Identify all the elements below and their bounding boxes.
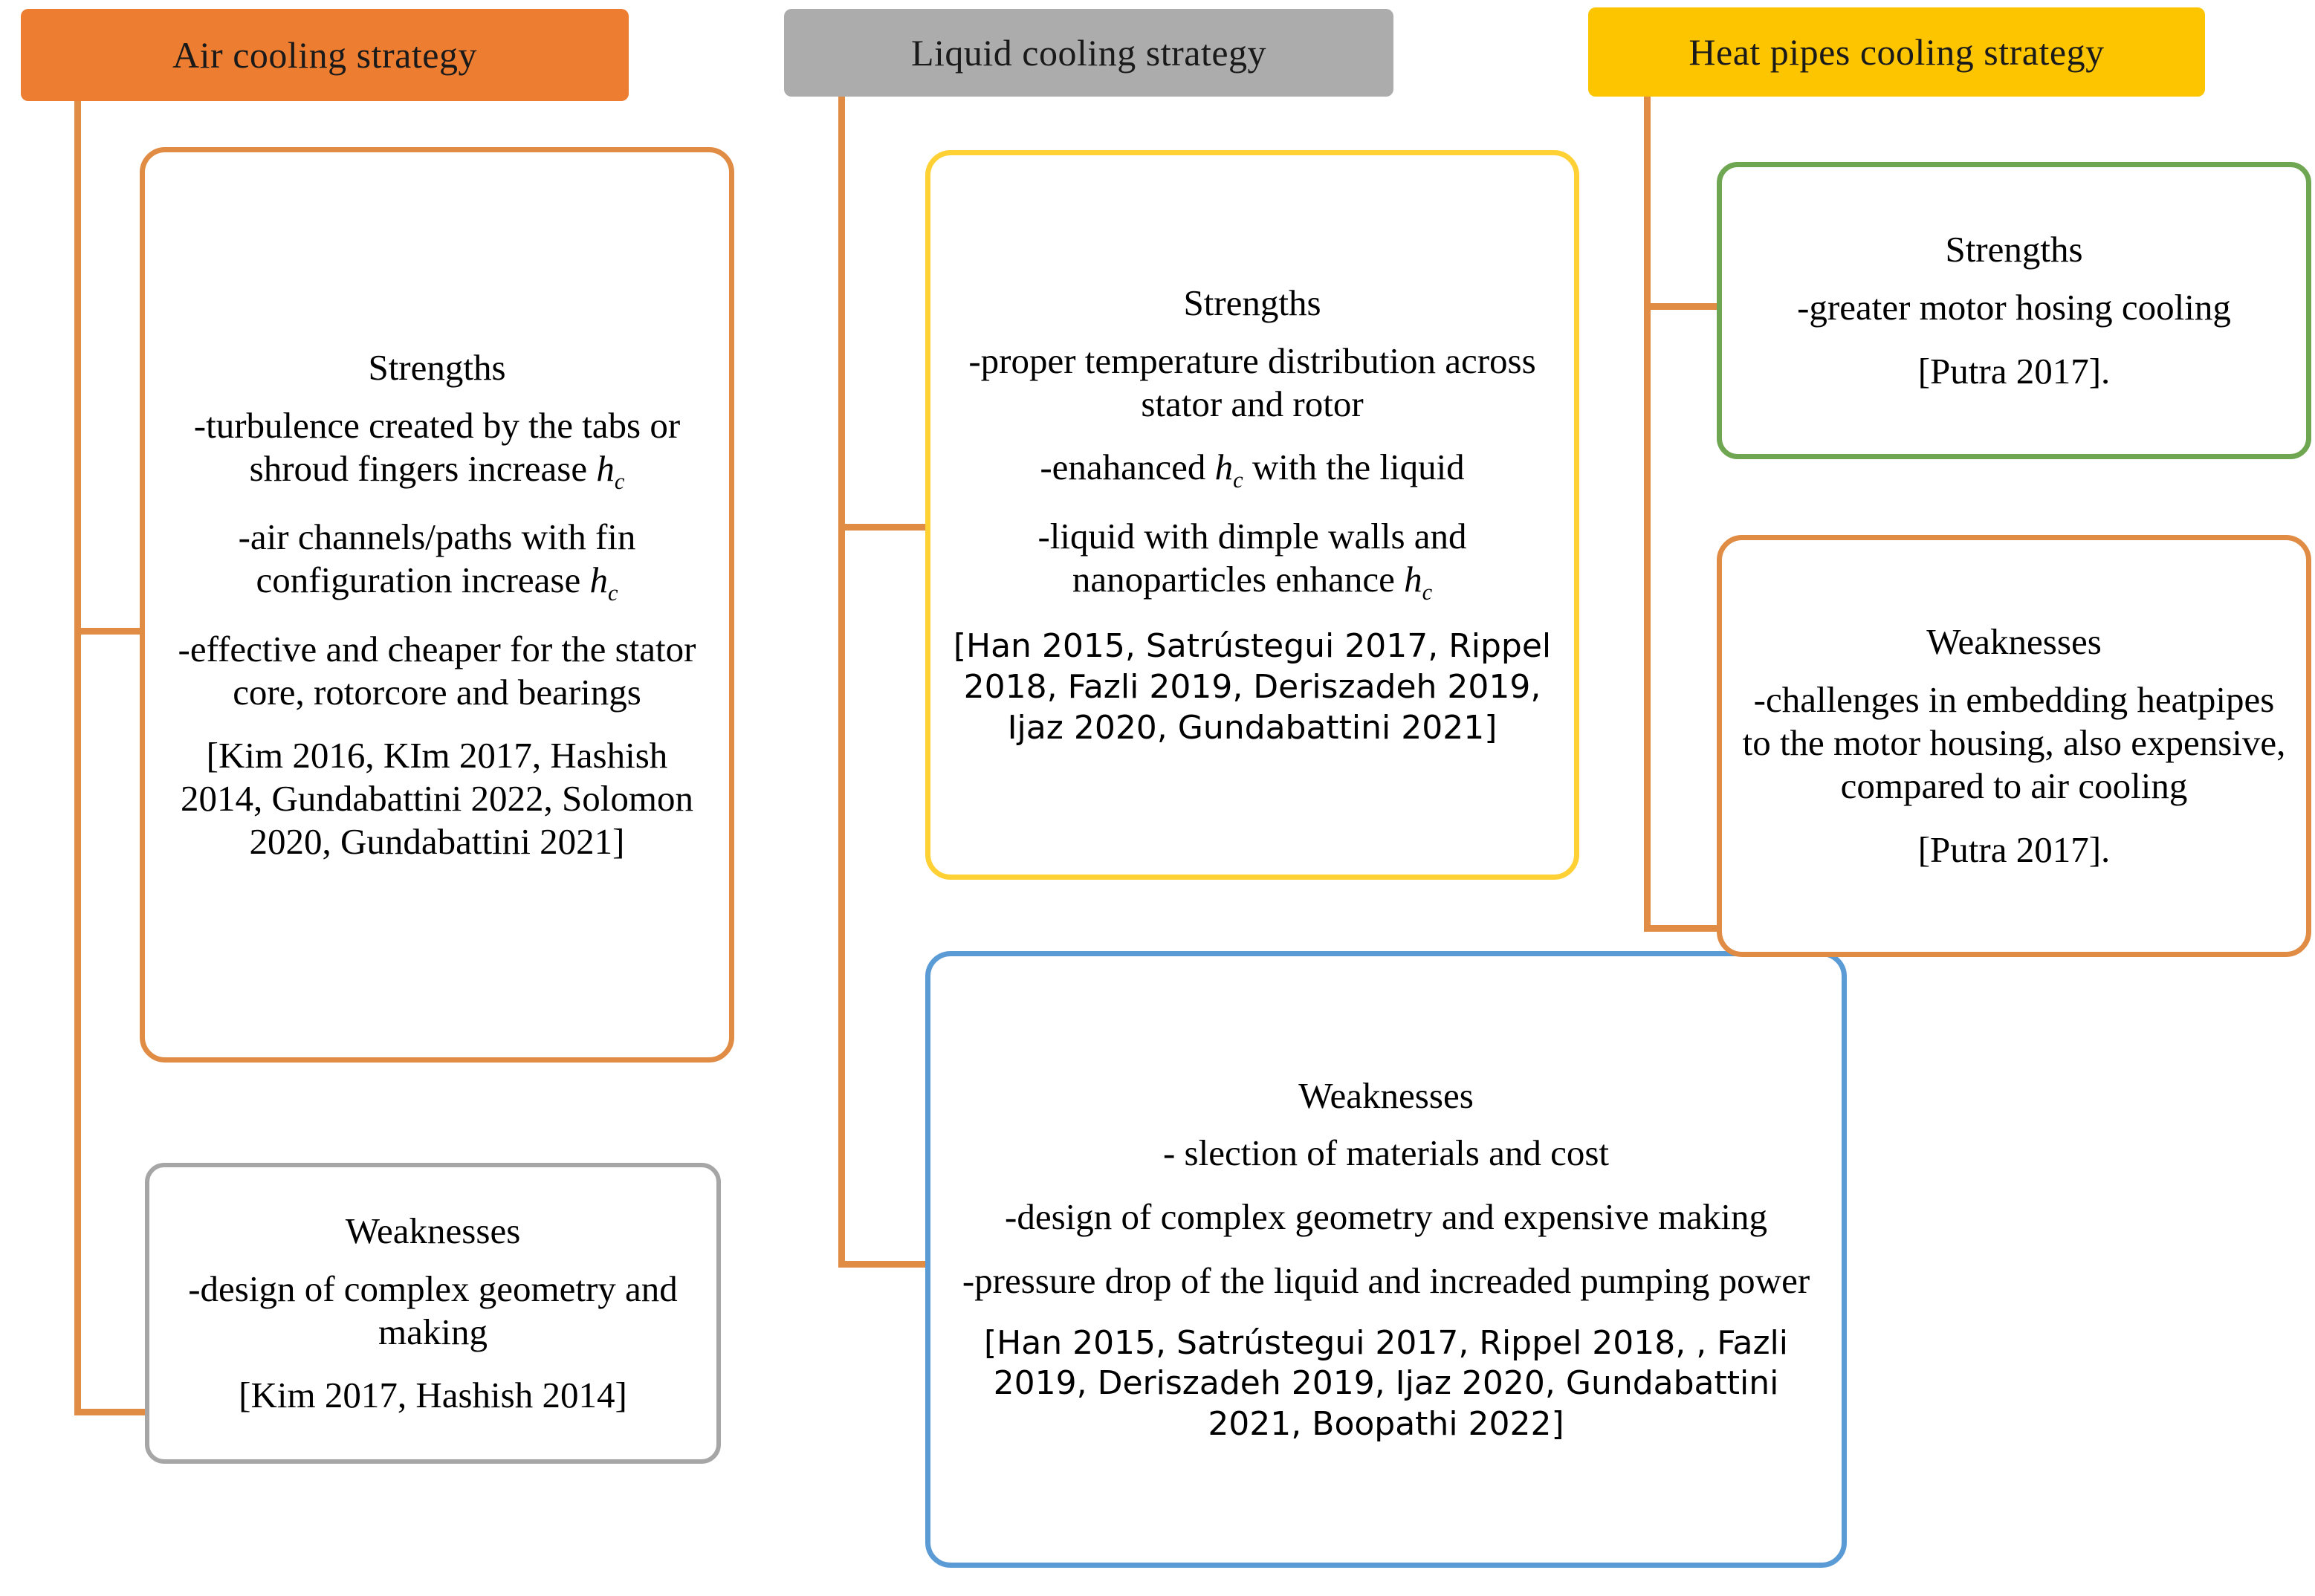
- box-air-strengths[interactable]: Strengths -turbulence created by the tab…: [140, 147, 734, 1063]
- liquid-strengths-citation: [Han 2015, Satrústegui 2017, Rippel 2018…: [953, 627, 1552, 747]
- connector-air-to-weaknesses: [74, 1409, 149, 1415]
- liquid-weaknesses-heading: Weaknesses: [1298, 1074, 1474, 1116]
- liquid-weaknesses-point-3: -pressure drop of the liquid and incread…: [962, 1259, 1810, 1301]
- heat-strengths-point-1: -greater motor hosing cooling: [1797, 287, 2231, 328]
- heat-weaknesses-heading: Weaknesses: [1926, 621, 2102, 663]
- connector-liquid-to-weaknesses: [838, 1261, 933, 1268]
- box-heat-weaknesses[interactable]: Weaknesses -challenges in embedding heat…: [1717, 535, 2311, 957]
- connector-air-trunk: [74, 101, 81, 1415]
- air-weaknesses-heading: Weaknesses: [345, 1210, 521, 1251]
- air-strengths-point-1: -turbulence created by the tabs or shrou…: [193, 404, 681, 494]
- box-heat-strengths[interactable]: Strengths -greater motor hosing cooling …: [1717, 162, 2311, 459]
- connector-heat-trunk: [1644, 97, 1651, 931]
- liquid-strengths-point-2: -enahanced hc with the liquid: [1040, 447, 1465, 493]
- heat-strengths-heading: Strengths: [1945, 229, 2083, 270]
- air-weaknesses-point-1: -design of complex geometry and making: [188, 1268, 678, 1352]
- connector-air-to-strengths: [74, 628, 146, 635]
- liquid-weaknesses-citation: [Han 2015, Satrústegui 2017, Rippel 2018…: [983, 1323, 1789, 1443]
- header-liquid-cooling-strategy[interactable]: Liquid cooling strategy: [784, 9, 1393, 97]
- liquid-weaknesses-point-1: - slection of materials and cost: [1162, 1132, 1610, 1174]
- air-strengths-citation: [Kim 2016, KIm 2017, Hashish 2014, Gunda…: [180, 735, 694, 863]
- box-liquid-weaknesses[interactable]: Weaknesses - slection of materials and c…: [925, 951, 1847, 1568]
- heat-weaknesses-citation: [Putra 2017].: [1917, 828, 2111, 870]
- header-air-cooling-strategy[interactable]: Air cooling strategy: [21, 9, 629, 101]
- liquid-strengths-point-3: -liquid with dimple walls and nanopartic…: [1037, 515, 1467, 605]
- heat-weaknesses-point-1: -challenges in embedding heatpipes to th…: [1742, 679, 2286, 806]
- connector-liquid-to-strengths: [838, 524, 931, 531]
- connector-heat-to-strengths: [1644, 303, 1726, 310]
- air-strengths-heading: Strengths: [368, 347, 506, 389]
- air-strengths-point-2: -air channels/paths with fin configurati…: [238, 516, 636, 606]
- connector-heat-to-weaknesses: [1644, 925, 1726, 932]
- air-weaknesses-citation: [Kim 2017, Hashish 2014]: [239, 1375, 627, 1416]
- liquid-strengths-heading: Strengths: [1183, 282, 1321, 323]
- header-heat-pipes-cooling-strategy[interactable]: Heat pipes cooling strategy: [1588, 7, 2205, 97]
- header-heat-label: Heat pipes cooling strategy: [1689, 31, 2105, 73]
- liquid-weaknesses-point-2: -design of complex geometry and expensiv…: [1005, 1196, 1767, 1238]
- liquid-strengths-point-1: -proper temperature distribution across …: [968, 340, 1536, 424]
- header-air-label: Air cooling strategy: [172, 34, 477, 76]
- box-liquid-strengths[interactable]: Strengths -proper temperature distributi…: [925, 150, 1579, 880]
- header-liquid-label: Liquid cooling strategy: [910, 32, 1267, 74]
- heat-strengths-citation: [Putra 2017].: [1917, 350, 2111, 392]
- air-strengths-point-3: -effective and cheaper for the stator co…: [178, 628, 696, 713]
- connector-liquid-trunk: [838, 97, 845, 1267]
- box-air-weaknesses[interactable]: Weaknesses -design of complex geometry a…: [145, 1163, 721, 1464]
